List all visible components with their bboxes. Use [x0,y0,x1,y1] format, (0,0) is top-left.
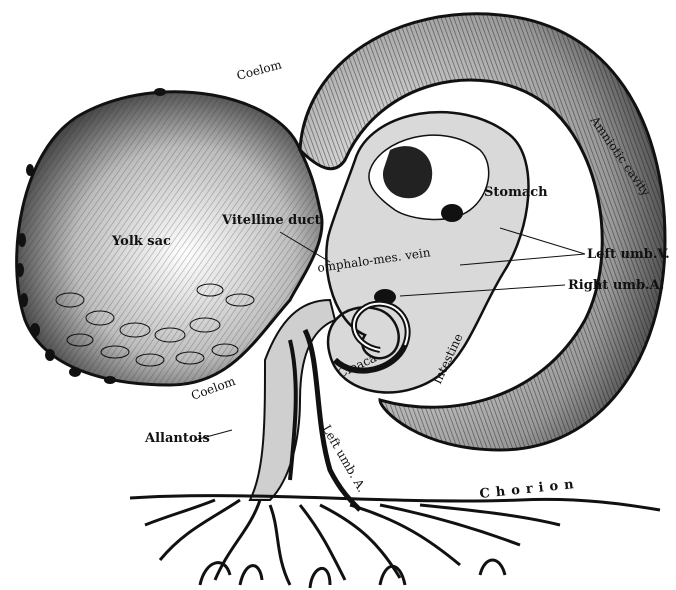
chorionic-villi [145,500,560,588]
label-yolk-sac: Yolk sac [111,234,171,249]
label-coelom-top: Coelom [235,57,284,83]
label-vitelline-duct: Vitelline duct [221,213,321,228]
label-left-umb-v: Left umb.V. [587,247,670,262]
label-right-umb-a: Right umb.A. [568,278,664,293]
label-stomach: Stomach [484,185,548,200]
